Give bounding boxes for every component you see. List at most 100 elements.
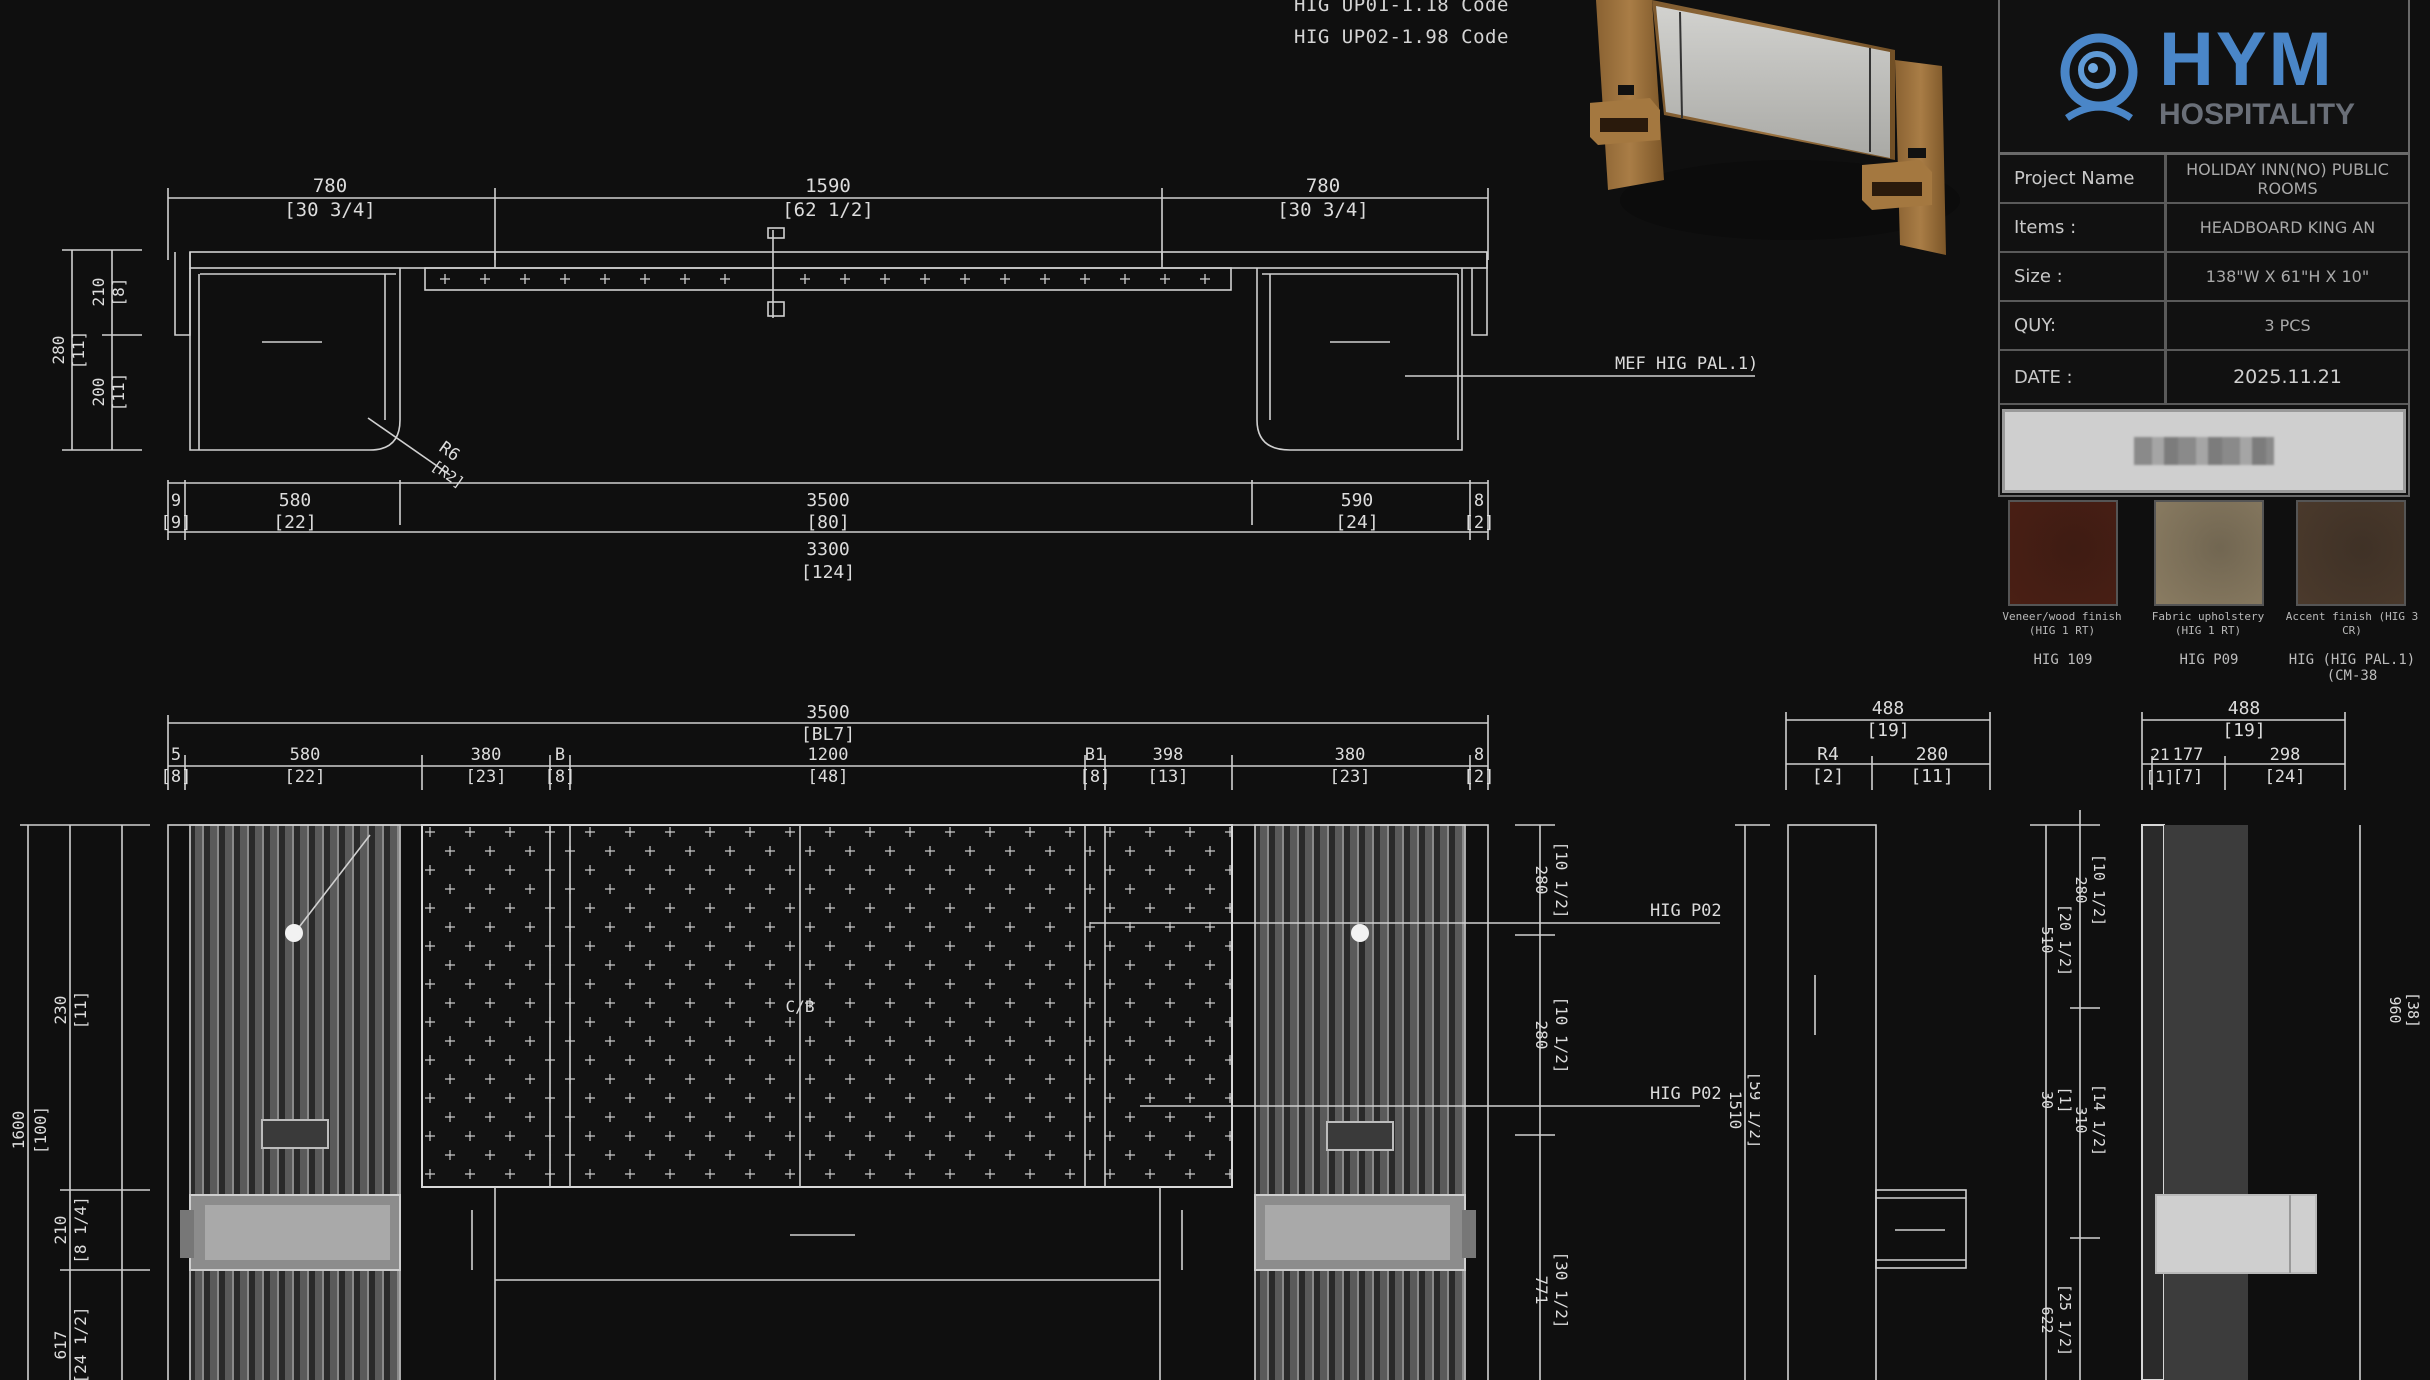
elev-left-dim-3: 210 — [51, 1216, 70, 1245]
side-b-dim-2-inch: [7] — [2173, 767, 2204, 787]
title-block: HYM HOSPITALITY Project Name HOLIDAY INN… — [1998, 0, 2410, 497]
elev-dim-4-inch: [8] — [545, 767, 576, 787]
side-b-vdim-6-inch: [38] — [2404, 992, 2422, 1028]
plan-bot-dim-3: 3500 — [806, 490, 849, 511]
date-value: 2025.11.21 — [2233, 366, 2342, 388]
plan-left-dim-upper: 210 — [89, 278, 108, 307]
title-row-qty: QUY: 3 PCS — [2000, 302, 2408, 351]
elev-left-dim-4: 617 — [51, 1331, 70, 1360]
logo-sub-text: HOSPITALITY — [2158, 98, 2356, 131]
right-nightstand — [1254, 1194, 1476, 1271]
side-a-overall-dim-inch: [19] — [1866, 720, 1909, 741]
logo-main-text: HYM — [2158, 17, 2334, 102]
material-swatch-1 — [2008, 500, 2118, 606]
elev-dim-3: 380 — [471, 745, 502, 765]
side-b-vdim-3-inch: [1] — [2056, 1086, 2074, 1113]
title-row-project: Project Name HOLIDAY INN(NO) PUBLIC ROOM… — [2000, 155, 2408, 204]
material-swatch-2 — [2154, 500, 2264, 606]
plan-overall-dim: 3300 — [806, 539, 849, 560]
elev-dim-5-inch: [48] — [808, 767, 849, 787]
qty-value: 3 PCS — [2264, 316, 2311, 335]
qty-label: QUY: — [2000, 302, 2167, 349]
plan-bot-dim-1-inch: [9] — [161, 513, 192, 533]
elev-dim-4: B — [555, 745, 565, 765]
tufted-upholstery-panel — [421, 824, 1233, 1188]
plan-bot-dim-4: 590 — [1341, 490, 1374, 511]
side-b-vdim-4-inch: [14 1/2] — [2090, 1084, 2108, 1156]
redacted-signature — [2134, 437, 2274, 465]
company-logo: HYM HOSPITALITY — [2000, 0, 2408, 155]
elev-callout-1: HIG P02 — [1650, 901, 1722, 921]
elev-left-dim-3-inch: [8 1/4] — [71, 1196, 90, 1263]
signature-stamp — [2002, 409, 2406, 493]
plan-top-dim-3: 780 — [1306, 175, 1340, 197]
side-b-vdim-5-inch: [25 1/2] — [2056, 1284, 2074, 1356]
plan-top-dim-3-inch: [30 3/4] — [1277, 199, 1369, 221]
elev-callout-2: HIG P02 — [1650, 1084, 1722, 1104]
plan-top-dim-1: 780 — [313, 175, 347, 197]
title-row-size: Size : 138"W X 61"H X 10" — [2000, 253, 2408, 302]
left-slat-panel — [189, 824, 401, 1380]
code-line-2: HIG UP02-1.98 Code — [1294, 26, 1509, 48]
material-code-1: HIG 109 — [2033, 652, 2093, 668]
items-label: Items : — [2000, 204, 2167, 251]
plan-bot-dim-3-inch: [80] — [806, 512, 849, 533]
elev-dim-7: 398 — [1153, 745, 1184, 765]
elev-dim-2-inch: [22] — [285, 767, 326, 787]
plan-bot-dim-5-inch: [2] — [1464, 513, 1495, 533]
side-b-vdim-5: 622 — [2038, 1306, 2056, 1333]
plan-top-dim-1-inch: [30 3/4] — [284, 199, 376, 221]
elev-left-dim-1-inch: [100] — [31, 1106, 50, 1154]
plan-view-drawing: 780 [30 3/4] 1590 [62 1/2] 780 [30 3/4] … — [49, 175, 1758, 583]
elev-dim-8: 380 — [1335, 745, 1366, 765]
elev-dim-2: 580 — [290, 745, 321, 765]
left-nightstand — [180, 1194, 401, 1271]
elev-right-dim-2: 280 — [1532, 1021, 1551, 1050]
project-name-value: HOLIDAY INN(NO) PUBLIC ROOMS — [2186, 159, 2389, 198]
plan-bot-dim-5: 8 — [1474, 491, 1484, 511]
elev-overall-dim-inch: [BL7] — [801, 724, 855, 745]
side-b-vdim-6: 960 — [2386, 996, 2404, 1023]
items-value: HEADBOARD KING AN — [2199, 218, 2376, 237]
elev-dim-9: 8 — [1474, 745, 1484, 765]
side-a-dim-1: R4 — [1817, 744, 1839, 765]
elev-dim-5: 1200 — [808, 745, 849, 765]
side-b-dim-1-inch: [1] — [2146, 767, 2175, 786]
logo-mark-icon — [2053, 26, 2145, 126]
side-a-dim-2-inch: [11] — [1910, 766, 1953, 787]
plan-bot-dim-2-inch: [22] — [273, 512, 316, 533]
side-b-overall-dim: 488 — [2228, 698, 2261, 719]
material-caption-2: Fabric upholstery (HIG 1 RT) — [2151, 610, 2265, 637]
size-value: 138"W X 61"H X 10" — [2205, 267, 2370, 286]
side-b-dim-3-inch: [24] — [2265, 767, 2306, 787]
title-row-date: DATE : 2025.11.21 — [2000, 351, 2408, 405]
material-code-3: HIG (HIG PAL.1) (CM-38 — [2288, 652, 2416, 684]
right-slat-panel — [1254, 824, 1466, 1380]
elev-dim-8-inch: [23] — [1330, 767, 1371, 787]
elev-right-dim-3-inch: [30 1/2] — [1552, 1251, 1571, 1328]
date-label: DATE : — [2000, 351, 2167, 403]
elev-dim-3-inch: [23] — [466, 767, 507, 787]
side-b-vdim-1: 510 — [2038, 926, 2056, 953]
plan-callout: MEF HIG PAL.1) — [1615, 354, 1758, 374]
side-b-vdim-3: 30 — [2038, 1091, 2056, 1109]
plan-left-dim-total: 280 — [49, 336, 68, 365]
elev-left-dim-1: 1600 — [9, 1111, 28, 1150]
side-a-overall-dim: 488 — [1872, 698, 1905, 719]
elev-right-dim-1-inch: [10 1/2] — [1552, 841, 1571, 918]
side-a-dim-2: 280 — [1916, 744, 1949, 765]
left-outlet-icon — [261, 1119, 329, 1149]
elev-left-dim-2: 230 — [51, 996, 70, 1025]
side-section-b-drawing: 21 [1] 177 [7] 298 [24] 488 [19] 510 [20… — [2030, 698, 2422, 1380]
plan-left-dim-lower: 200 — [89, 378, 108, 407]
side-b-vdim-1-inch: [20 1/2] — [2056, 904, 2074, 976]
code-line-1: HIG UP01-1.18 Code — [1294, 0, 1509, 16]
front-elevation-drawing: 3500 [BL7] 5[8]580[22]380[23]B[8]1200[48… — [9, 702, 1760, 1380]
title-row-items: Items : HEADBOARD KING AN — [2000, 204, 2408, 253]
plan-top-dim-2: 1590 — [805, 175, 851, 197]
plan-left-dim-total-inch: [11] — [69, 331, 88, 370]
material-code-2: HIG P09 — [2179, 652, 2239, 668]
elev-center-tag: C/B — [786, 997, 815, 1016]
side-a-dim-1-inch: [2] — [1812, 766, 1845, 787]
elev-left-dim-4-inch: [24 1/2] — [71, 1306, 90, 1380]
